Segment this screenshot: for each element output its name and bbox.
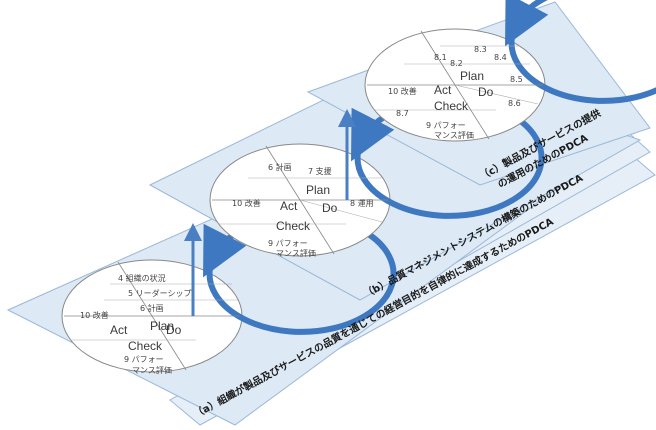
cycle-a-plan: Plan — [150, 319, 174, 333]
cycle-c-plan-item-1: 8.1 — [434, 53, 447, 62]
cycle-arrow-c — [504, 0, 656, 104]
cycle-c-plan-item-4: 8.4 — [494, 53, 507, 62]
cycle-b-check-item-1: 9 パフォー — [268, 239, 308, 248]
cycle-c-do-item-2: 8.6 — [508, 99, 521, 108]
cycle-b-plan: Plan — [306, 183, 330, 197]
cycle-a-plan-item-3: 6 計画 — [140, 303, 164, 313]
cycle-c-plan-item-3: 8.3 — [474, 45, 487, 54]
cycle-a-plan-item-1: 4 組織の状況 — [118, 273, 166, 283]
cycle-a-check: Check — [128, 339, 163, 353]
cycle-b-act-item: 10 改善 — [232, 198, 261, 208]
cycle-b-act: Act — [280, 199, 298, 213]
cycle-b-plan-item-1: 6 計画 — [268, 162, 292, 172]
cycle-b-check: Check — [276, 219, 311, 233]
cycle-c-check-item-2: マンス評価 — [434, 130, 474, 140]
cycle-a-act-item: 10 改善 — [80, 310, 109, 320]
cycle-c-act-item-1: 10 改善 — [388, 86, 417, 96]
cycle-b-do: Do — [322, 201, 338, 215]
cycle-c: 8.1 8.2 8.3 8.4 Plan Do 8.5 8.6 10 改善 8.… — [364, 0, 656, 142]
cycle-c-act-item-2: 8.7 — [396, 109, 409, 118]
cycle-c-plan: Plan — [460, 69, 484, 83]
cycle-c-do: Do — [478, 85, 494, 99]
cycle-a-plan-item-2: 5 リーダーシップ — [128, 288, 191, 298]
cycle-c-check: Check — [434, 99, 469, 113]
cycle-a-check-item-1: 9 パフォー — [124, 355, 164, 364]
cycle-c-act: Act — [434, 83, 452, 97]
cycle-a-check-item-2: マンス評価 — [132, 365, 172, 375]
cycle-c-check-item-1: 9 パフォー — [426, 121, 466, 130]
cycle-b-plan-item-2: 7 支援 — [308, 166, 332, 176]
cycle-a-do: Do — [166, 323, 182, 337]
cycle-c-plan-item-2: 8.2 — [450, 59, 463, 68]
cycle-b-check-item-2: マンス評価 — [276, 248, 316, 258]
cycle-b-do-item: 8 運用 — [350, 199, 374, 208]
cycle-a-act: Act — [110, 323, 128, 337]
cycle-c-do-item-1: 8.5 — [510, 75, 523, 84]
